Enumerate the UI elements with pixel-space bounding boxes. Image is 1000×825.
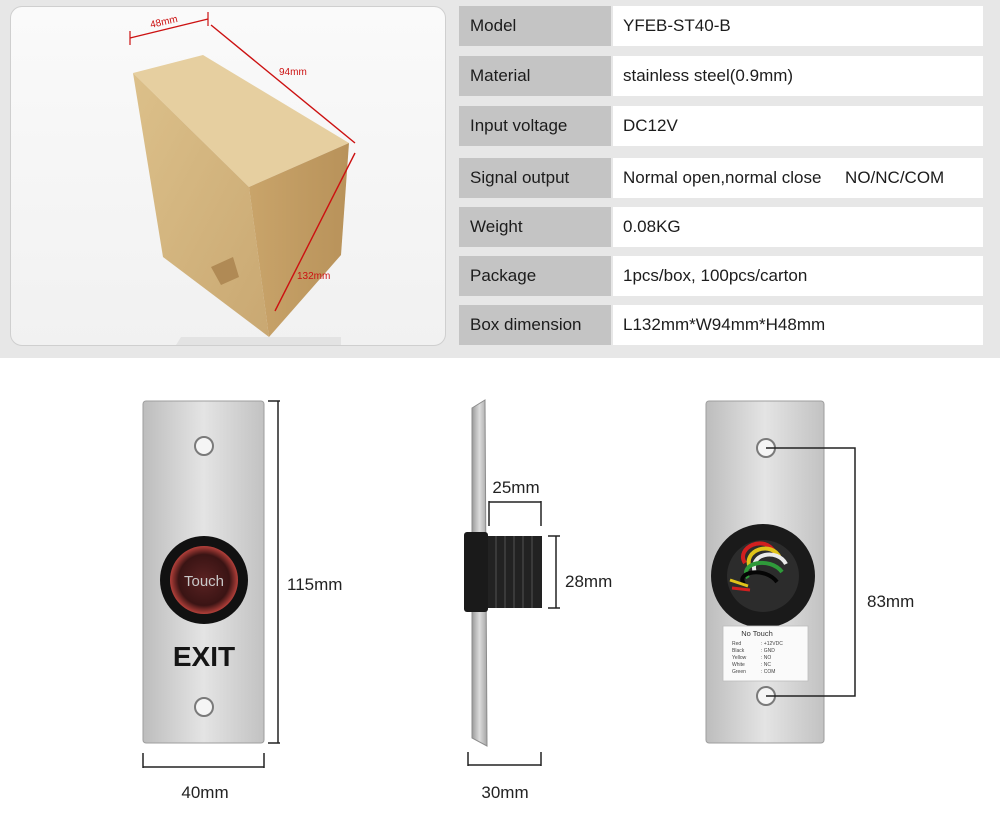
spec-label: Input voltage xyxy=(459,106,611,146)
back-view: No Touch Red : +12VDC Black : GND Yellow… xyxy=(705,400,914,744)
sticker-wire-function: : GND xyxy=(761,648,775,654)
touch-button-sensor xyxy=(170,546,238,614)
spec-value: YFEB-ST40-B xyxy=(613,6,983,46)
box-top-face xyxy=(133,55,349,187)
box-width-label: 48mm xyxy=(149,14,179,31)
side-nut-width-label: 25mm xyxy=(492,478,539,497)
spec-value: DC12V xyxy=(613,106,983,146)
spec-row-weight: Weight 0.08KG xyxy=(459,207,983,247)
spec-label: Material xyxy=(459,56,611,96)
side-button-head xyxy=(464,532,488,612)
spec-row-model: Model YFEB-ST40-B xyxy=(459,6,983,46)
sticker-wire-color: White xyxy=(732,662,745,668)
box-height-label: 132mm xyxy=(297,271,330,282)
box-flap xyxy=(211,257,239,285)
front-height-label: 115mm xyxy=(287,575,342,594)
hole-spacing-label: 83mm xyxy=(867,592,914,611)
spec-value: 1pcs/box, 100pcs/carton xyxy=(613,256,983,296)
side-view: 25mm 28mm 30mm xyxy=(464,399,612,802)
spec-value: stainless steel(0.9mm) xyxy=(613,56,983,96)
spec-value: Normal open,normal close NO/NC/COM xyxy=(613,158,983,198)
sticker-wire-function: : NO xyxy=(761,655,771,661)
hole-spacing-dimension-line xyxy=(766,447,856,697)
sticker-wire-color: Red xyxy=(732,641,741,647)
spec-label: Package xyxy=(459,256,611,296)
exit-label: EXIT xyxy=(173,641,235,672)
side-nut-height-label: 28mm xyxy=(565,572,612,591)
box-side-face xyxy=(249,143,349,337)
spec-row-package: Package 1pcs/box, 100pcs/carton xyxy=(459,256,983,296)
back-nut-inner xyxy=(727,540,799,612)
spec-label: Weight xyxy=(459,207,611,247)
spec-row-signal-output: Signal output Normal open,normal close N… xyxy=(459,158,983,198)
front-view: Touch EXIT 115mm 40mm xyxy=(142,400,342,802)
sticker-title: No Touch xyxy=(741,629,773,638)
spec-row-box-dimension: Box dimension L132mm*W94mm*H48mm xyxy=(459,305,983,345)
sticker-wire-function: : +12VDC xyxy=(761,641,783,647)
box-photo-panel: 48mm 94mm 132mm xyxy=(10,6,446,346)
spec-value: L132mm*W94mm*H48mm xyxy=(613,305,983,345)
sticker-wire-color: Green xyxy=(732,669,746,675)
side-depth-label: 30mm xyxy=(481,783,528,802)
spec-row-input-voltage: Input voltage DC12V xyxy=(459,106,983,146)
sticker-wire-function: : NC xyxy=(761,662,771,668)
spec-label: Box dimension xyxy=(459,305,611,345)
spec-row-material: Material stainless steel(0.9mm) xyxy=(459,56,983,96)
sticker-wire-color: Yellow xyxy=(732,655,747,661)
cardboard-box-illustration: 48mm 94mm 132mm xyxy=(129,12,356,345)
sticker-wire-color: Black xyxy=(732,648,745,654)
front-width-label: 40mm xyxy=(181,783,228,802)
wiring-sticker xyxy=(722,625,809,682)
top-screw-hole xyxy=(194,436,214,456)
sticker-wire-function: : COM xyxy=(761,669,775,675)
wire-bundle xyxy=(729,541,788,592)
product-drawings: Touch EXIT 115mm 40mm 25mm 28mm 30mm xyxy=(142,399,914,802)
box-depth-label: 94mm xyxy=(279,67,307,78)
spec-value: 0.08KG xyxy=(613,207,983,247)
bottom-screw-hole xyxy=(194,697,214,717)
touch-label: Touch xyxy=(184,573,224,590)
spec-label: Model xyxy=(459,6,611,46)
spec-label: Signal output xyxy=(459,158,611,198)
